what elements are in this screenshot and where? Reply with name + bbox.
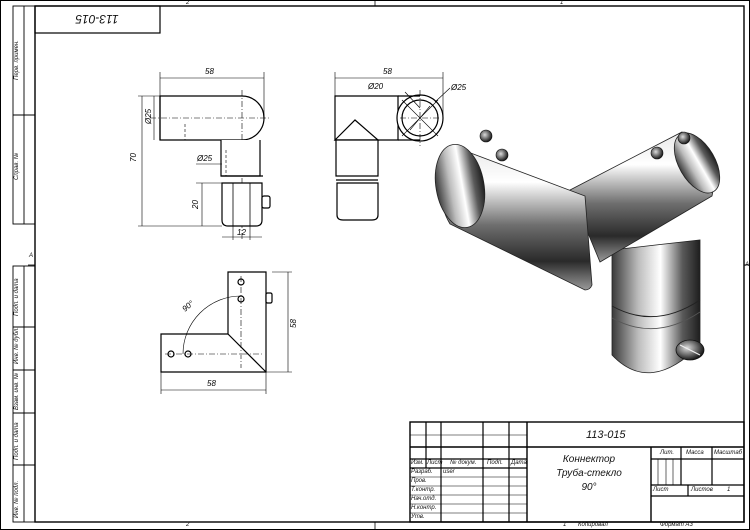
col-doc: № докум. bbox=[450, 460, 477, 466]
label-masshtab: Масштаб bbox=[714, 450, 743, 456]
strip-label-vzam-inv: Взам. инв. № bbox=[14, 372, 20, 410]
razrab-name: user bbox=[443, 469, 455, 475]
left-strip bbox=[12, 5, 36, 523]
rotated-code-box bbox=[34, 5, 161, 34]
col-izm: Изм. bbox=[411, 460, 424, 466]
row-tkontr: Т.контр. bbox=[411, 487, 436, 493]
zone-number-top-left: 2 bbox=[186, 0, 190, 6]
row-utv: Утв. bbox=[411, 514, 425, 520]
dim-plan-width: 58 bbox=[207, 379, 216, 388]
label-massa: Масса bbox=[686, 450, 704, 456]
title-name-line1: Коннектор bbox=[562, 454, 616, 465]
title-doc-number: 113-015 bbox=[586, 429, 626, 441]
row-prov: Пров. bbox=[411, 478, 427, 484]
zone-letter-right: A bbox=[745, 262, 750, 268]
strip-label-podp-data-1: Подп. и дата bbox=[14, 278, 20, 316]
dim-side-inner: Ø20 bbox=[367, 82, 384, 91]
rotated-doc-code: 113-015 bbox=[75, 12, 119, 26]
strip-label-sprav: Справ. № bbox=[14, 152, 20, 180]
dim-front-slot: 12 bbox=[237, 228, 246, 237]
zone-letter-left: A bbox=[29, 253, 34, 259]
dim-front-lower: 20 bbox=[191, 200, 200, 210]
row-nach: Нач.отд. bbox=[411, 496, 437, 502]
dim-side-width: 58 bbox=[383, 67, 392, 76]
bottom-format: Формат А3 bbox=[660, 522, 693, 528]
strip-label-inv-dubl: Инв. № дубл. bbox=[14, 327, 20, 364]
dim-plan-angle: 90° bbox=[181, 298, 197, 313]
listov-value: 1 bbox=[727, 487, 731, 493]
isometric-render bbox=[434, 129, 721, 374]
front-dimensions bbox=[138, 72, 265, 240]
bottom-sheet-num: 1 bbox=[563, 522, 567, 528]
title-name-line2: Труба-стекло bbox=[556, 468, 622, 479]
dim-plan-height: 58 bbox=[289, 319, 298, 328]
col-podp: Подп. bbox=[487, 460, 503, 466]
strip-label-podp-data-2: Подп. и дата bbox=[14, 422, 20, 460]
title-name-line3: 90° bbox=[581, 482, 597, 493]
dim-side-outer: Ø25 bbox=[450, 83, 467, 92]
dim-front-tube-dia: Ø25 bbox=[144, 108, 153, 125]
col-data: Дата bbox=[511, 460, 527, 466]
side-dimensions bbox=[334, 72, 451, 146]
dim-front-width: 58 bbox=[205, 67, 214, 76]
strip-label-perv-primen: Перв. примен. bbox=[14, 40, 20, 80]
row-nkontr: Н.контр. bbox=[411, 505, 437, 511]
dim-front-inner-dia: Ø25 bbox=[196, 154, 213, 163]
zone-number-bottom-left: 2 bbox=[186, 522, 190, 528]
row-razrab: Разраб. bbox=[411, 469, 433, 475]
dim-front-height: 70 bbox=[129, 153, 138, 162]
zone-number-top-right: 1 bbox=[560, 0, 564, 6]
title-block-grid bbox=[409, 421, 745, 523]
inner-frame bbox=[34, 5, 745, 523]
col-list: Лист bbox=[427, 460, 443, 466]
label-lit: Лит. bbox=[660, 450, 675, 456]
front-view bbox=[150, 90, 271, 240]
plan-dimensions bbox=[160, 271, 292, 394]
label-list: Лист bbox=[653, 487, 669, 493]
plan-view bbox=[160, 271, 273, 373]
bottom-copied: Копировал bbox=[578, 522, 608, 528]
strip-label-inv-podl: Инв. № подл. bbox=[14, 480, 20, 518]
side-view bbox=[333, 94, 444, 221]
label-listov: Листов bbox=[691, 487, 713, 493]
